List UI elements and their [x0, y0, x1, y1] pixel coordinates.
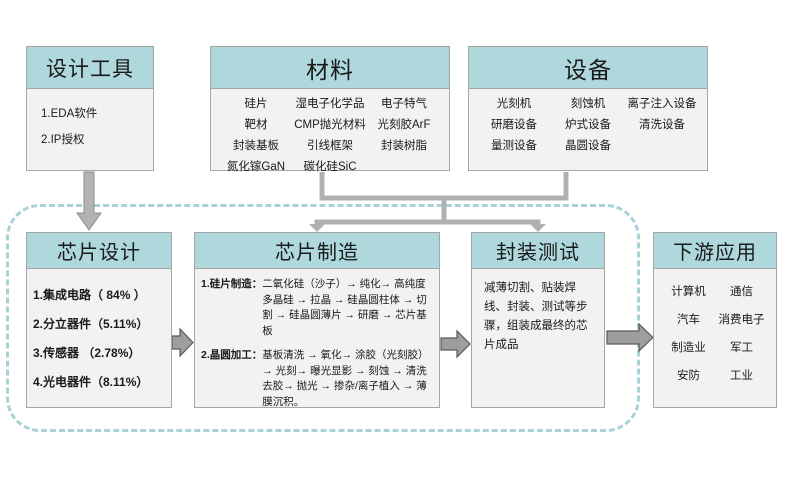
card-chip-manufacturing-body: 1.硅片制造： 二氧化硅（沙子）→ 纯化→ 高纯度多晶硅 → 拉晶 → 硅晶圆柱…	[195, 269, 439, 410]
list-item: CMP抛光材料	[294, 119, 366, 131]
list-item: 炉式设备	[565, 119, 611, 131]
list-item: 电子特气	[381, 98, 427, 110]
list-item: 1.集成电路（ 84% ）	[33, 288, 146, 302]
list-item: 靶材	[244, 119, 268, 131]
card-materials-body: 硅片 湿电子化学品 电子特气 靶材 CMP抛光材料 光刻胶ArF 封装基板 引线…	[211, 89, 449, 176]
list-item: 离子注入设备	[627, 98, 697, 110]
list-item: 晶圆设备	[565, 140, 611, 152]
list-item: 制造业	[671, 342, 706, 354]
list-item: 3.传感器 （2.78%）	[33, 346, 141, 360]
list-item: 光刻机	[496, 98, 532, 110]
list-item: 安防	[677, 370, 700, 382]
card-downstream-title: 下游应用	[654, 233, 776, 269]
list-item: 氮化镓GaN	[226, 161, 286, 173]
card-chip-design-title: 芯片设计	[27, 233, 171, 269]
card-packaging-testing[interactable]: 封装测试 减薄切割、贴装焊线、封装、测试等步骤，组装成最终的芯片成品	[471, 232, 605, 408]
process-step-label: 2.晶圆加工：	[201, 349, 263, 361]
card-chip-design[interactable]: 芯片设计 1.集成电路（ 84% ） 2.分立器件（5.11%） 3.传感器 （…	[26, 232, 172, 408]
list-item: 通信	[730, 286, 753, 298]
list-item: 引线框架	[307, 140, 353, 152]
list-item: 军工	[730, 342, 753, 354]
card-equipment-body: 光刻机 刻蚀机 离子注入设备 研磨设备 炉式设备 清洗设备 量测设备 晶圆设备	[469, 89, 707, 155]
card-downstream-applications[interactable]: 下游应用 计算机 通信 汽车 消费电子 制造业 军工 安防 工业	[653, 232, 777, 408]
list-item: 研磨设备	[491, 119, 537, 131]
list-item: 封装基板	[233, 140, 279, 152]
list-item	[367, 159, 441, 176]
list-item: 消费电子	[718, 314, 765, 326]
card-chip-manufacturing-title: 芯片制造	[195, 233, 439, 269]
card-design-tools-title: 设计工具	[27, 47, 153, 89]
list-item	[625, 138, 699, 155]
list-item: 计算机	[671, 286, 706, 298]
list-item: 刻蚀机	[570, 98, 606, 110]
card-packaging-testing-body: 减薄切割、贴装焊线、封装、测试等步骤，组装成最终的芯片成品	[484, 282, 588, 351]
process-step: 2.晶圆加工： 基板清洗 → 氧化→ 涂胶（光刻胶）→ 光刻→ 曝光显影 → 刻…	[201, 348, 433, 410]
card-packaging-testing-title: 封装测试	[472, 233, 604, 269]
list-item: 汽车	[677, 314, 700, 326]
list-item: 清洗设备	[639, 119, 685, 131]
list-item: 湿电子化学品	[295, 98, 365, 110]
card-downstream-body: 计算机 通信 汽车 消费电子 制造业 军工 安防 工业	[654, 269, 776, 385]
card-materials[interactable]: 材料 硅片 湿电子化学品 电子特气 靶材 CMP抛光材料 光刻胶ArF 封装基板…	[210, 46, 450, 173]
card-chip-manufacturing[interactable]: 芯片制造 1.硅片制造： 二氧化硅（沙子）→ 纯化→ 高纯度多晶硅 → 拉晶 →…	[194, 232, 440, 408]
list-item: 碳化硅SiC	[303, 161, 357, 173]
card-equipment-title: 设备	[469, 47, 707, 89]
process-step-text: 二氧化硅（沙子）→ 纯化→ 高纯度多晶硅 → 拉晶 → 硅晶圆柱体 → 切割 →…	[262, 278, 427, 337]
list-item: 4.光电器件（8.11%）	[33, 375, 149, 389]
list-item: 2.分立器件（5.11%）	[33, 317, 149, 331]
card-materials-title: 材料	[211, 47, 449, 89]
list-item: 1.EDA软件	[41, 108, 98, 120]
core-chain-dashed-region	[6, 204, 640, 432]
list-item: 工业	[730, 370, 753, 382]
list-item: 硅片	[244, 98, 268, 110]
list-item: 2.IP授权	[41, 134, 85, 146]
list-item: 光刻胶ArF	[377, 119, 431, 131]
process-step: 1.硅片制造： 二氧化硅（沙子）→ 纯化→ 高纯度多晶硅 → 拉晶 → 硅晶圆柱…	[201, 277, 433, 339]
card-design-tools[interactable]: 设计工具 1.EDA软件 2.IP授权	[26, 46, 154, 171]
list-item: 封装树脂	[381, 140, 427, 152]
card-equipment[interactable]: 设备 光刻机 刻蚀机 离子注入设备 研磨设备 炉式设备 清洗设备 量测设备 晶圆…	[468, 46, 708, 171]
card-design-tools-body: 1.EDA软件 2.IP授权	[27, 89, 153, 153]
process-step-label: 1.硅片制造：	[201, 278, 263, 290]
process-step-text: 基板清洗 → 氧化→ 涂胶（光刻胶）→ 光刻→ 曝光显影 → 刻蚀 → 清洗去胶…	[262, 349, 429, 408]
card-chip-design-body: 1.集成电路（ 84% ） 2.分立器件（5.11%） 3.传感器 （2.78%…	[27, 269, 171, 397]
list-item: 量测设备	[491, 140, 537, 152]
